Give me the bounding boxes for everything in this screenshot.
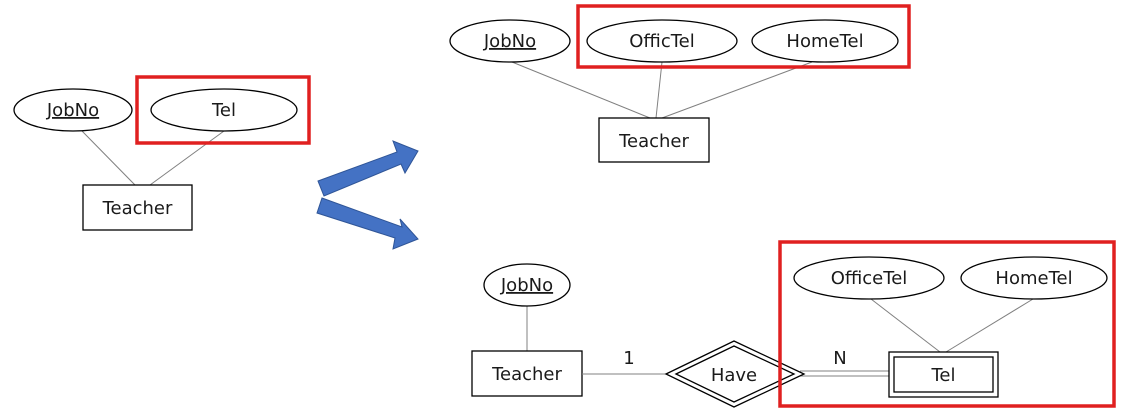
- relationship-have-inner: [674, 345, 796, 403]
- left-entity-teacher-label: Teacher: [102, 198, 173, 219]
- left-entity-teacher: [82, 184, 193, 231]
- bottom-right-er-group: JobNo Teacher 1 N Have OfficeTel HomeTel…: [471, 240, 1116, 408]
- top-link-offictel: [655, 61, 663, 119]
- left-link-tel: [149, 130, 225, 186]
- bottom-entity-teacher-label: Teacher: [491, 364, 562, 385]
- top-entity-teacher: [598, 117, 710, 163]
- bottom-link-officetel: [870, 298, 941, 353]
- top-attr-hometel-label: HomeTel: [786, 31, 863, 52]
- bottom-attr-officetel-label: OfficeTel: [831, 268, 908, 289]
- transform-arrows: [316, 140, 419, 250]
- left-link-jobno: [81, 130, 136, 186]
- relationship-have-outer: [664, 340, 806, 408]
- left-attr-tel-label: Tel: [211, 100, 236, 121]
- left-attr-tel: [150, 88, 298, 132]
- bottom-highlight-box: [778, 240, 1116, 408]
- arrow-down-right-icon: [316, 197, 419, 250]
- top-link-jobno: [511, 61, 651, 119]
- top-attr-offictel-label: OfficTel: [629, 31, 694, 52]
- top-attr-offictel: [586, 19, 738, 63]
- bottom-link-hometel: [945, 298, 1034, 353]
- top-attr-jobno-label: JobNo: [483, 31, 536, 52]
- top-highlight-box: [576, 4, 911, 69]
- bottom-attr-jobno-label: JobNo: [500, 275, 553, 296]
- left-attr-jobno: [13, 88, 133, 132]
- top-link-hometel: [661, 61, 813, 119]
- cardinality-one: 1: [623, 348, 634, 369]
- top-right-er-group: JobNo OfficTel HomeTel Teacher: [449, 4, 911, 163]
- arrow-up-right-icon: [317, 140, 419, 197]
- top-attr-jobno: [449, 19, 571, 63]
- relationship-have-label: Have: [711, 365, 757, 386]
- top-attr-hometel: [751, 19, 899, 63]
- left-attr-jobno-label: JobNo: [46, 100, 99, 121]
- weak-entity-tel-inner: [893, 356, 994, 393]
- left-highlight-box: [135, 75, 311, 145]
- cardinality-n: N: [833, 348, 846, 369]
- weak-entity-tel-outer: [888, 351, 999, 398]
- bottom-attr-officetel: [793, 256, 945, 300]
- weak-entity-tel-label: Tel: [930, 365, 955, 386]
- bottom-attr-hometel: [960, 256, 1108, 300]
- bottom-attr-hometel-label: HomeTel: [995, 268, 1072, 289]
- bottom-attr-jobno: [483, 263, 571, 307]
- top-entity-teacher-label: Teacher: [618, 131, 689, 152]
- bottom-entity-teacher: [471, 350, 583, 397]
- left-er-group: JobNo Tel Teacher: [13, 75, 311, 231]
